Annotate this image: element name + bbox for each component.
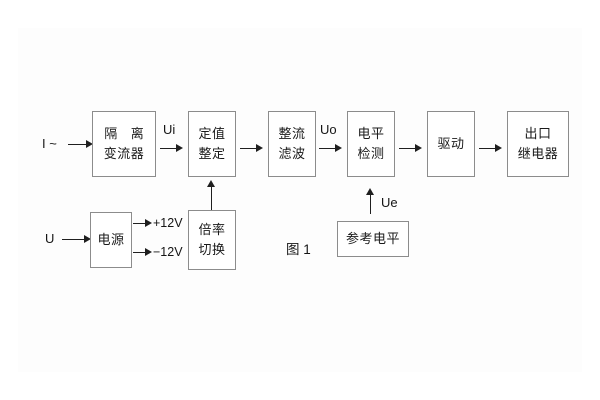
- block-level-line1: 电平: [357, 125, 385, 141]
- connector-voltage-in: [62, 239, 86, 240]
- connector-multiplier-to-setting: [211, 186, 212, 210]
- block-output-line1: 出口: [524, 125, 552, 141]
- block-output-relay: 出口 继电器: [507, 111, 569, 177]
- arrowhead-current-in: [86, 140, 93, 148]
- block-power-supply: 电源: [90, 212, 132, 268]
- connector-neg-rail: [133, 252, 147, 253]
- block-drive: 驱动: [427, 111, 475, 177]
- block-reference-line1: 参考电平: [345, 230, 400, 246]
- connector-setting-to-rectify: [240, 148, 258, 149]
- arrowhead-level-to-drive: [415, 144, 422, 152]
- connector-level-to-drive: [399, 148, 417, 149]
- block-multiplier-switch: 倍率 切换: [188, 210, 236, 270]
- arrowhead-multiplier-to-setting: [207, 180, 215, 187]
- connector-current-in: [68, 144, 88, 145]
- diagram-panel: [18, 28, 582, 372]
- block-level-detection: 电平 检测: [347, 111, 395, 177]
- arrowhead-setting-to-rectify: [256, 144, 263, 152]
- signal-uo-label: Uo: [320, 122, 337, 137]
- block-drive-line1: 驱动: [437, 135, 465, 151]
- connector-ui: [160, 148, 178, 149]
- block-rectify-line1: 整流: [278, 125, 306, 141]
- block-reference-level: 参考电平: [337, 221, 409, 257]
- signal-ui-label: Ui: [163, 122, 176, 137]
- block-multiplier-line2: 切换: [198, 242, 226, 257]
- arrowhead-reference-to-level: [366, 188, 374, 195]
- figure-caption: 图 1: [286, 242, 311, 257]
- connector-pos-rail: [133, 223, 147, 224]
- arrowhead-uo: [335, 144, 342, 152]
- arrowhead-drive-to-output: [495, 144, 502, 152]
- block-setting-line1: 定值: [198, 125, 226, 141]
- block-isolation-line2: 变流器: [103, 146, 145, 161]
- block-rectify-line2: 滤波: [278, 146, 306, 161]
- arrowhead-neg-rail: [145, 248, 152, 256]
- connector-reference-to-level: [370, 194, 371, 214]
- block-rectify-filter: 整流 滤波: [268, 111, 316, 177]
- block-isolation-transformer: 隔 离 变流器: [92, 111, 156, 177]
- block-isolation-line1: 隔 离: [104, 125, 149, 141]
- input-voltage-label: U: [45, 231, 55, 246]
- signal-ue-label: Ue: [381, 195, 398, 210]
- arrowhead-ui: [176, 144, 183, 152]
- connector-uo: [319, 148, 337, 149]
- block-setting-line2: 整定: [198, 146, 226, 161]
- block-level-line2: 检测: [357, 146, 385, 161]
- arrowhead-voltage-in: [84, 235, 91, 243]
- label-neg-rail: −12V: [153, 245, 183, 259]
- block-multiplier-line1: 倍率: [198, 221, 226, 237]
- label-pos-rail: +12V: [153, 216, 183, 230]
- input-current-label: I ~: [42, 136, 57, 151]
- arrowhead-pos-rail: [145, 219, 152, 227]
- block-setting-value: 定值 整定: [188, 111, 236, 177]
- block-power-line1: 电源: [97, 231, 125, 247]
- block-output-line2: 继电器: [517, 146, 559, 161]
- connector-drive-to-output: [479, 148, 497, 149]
